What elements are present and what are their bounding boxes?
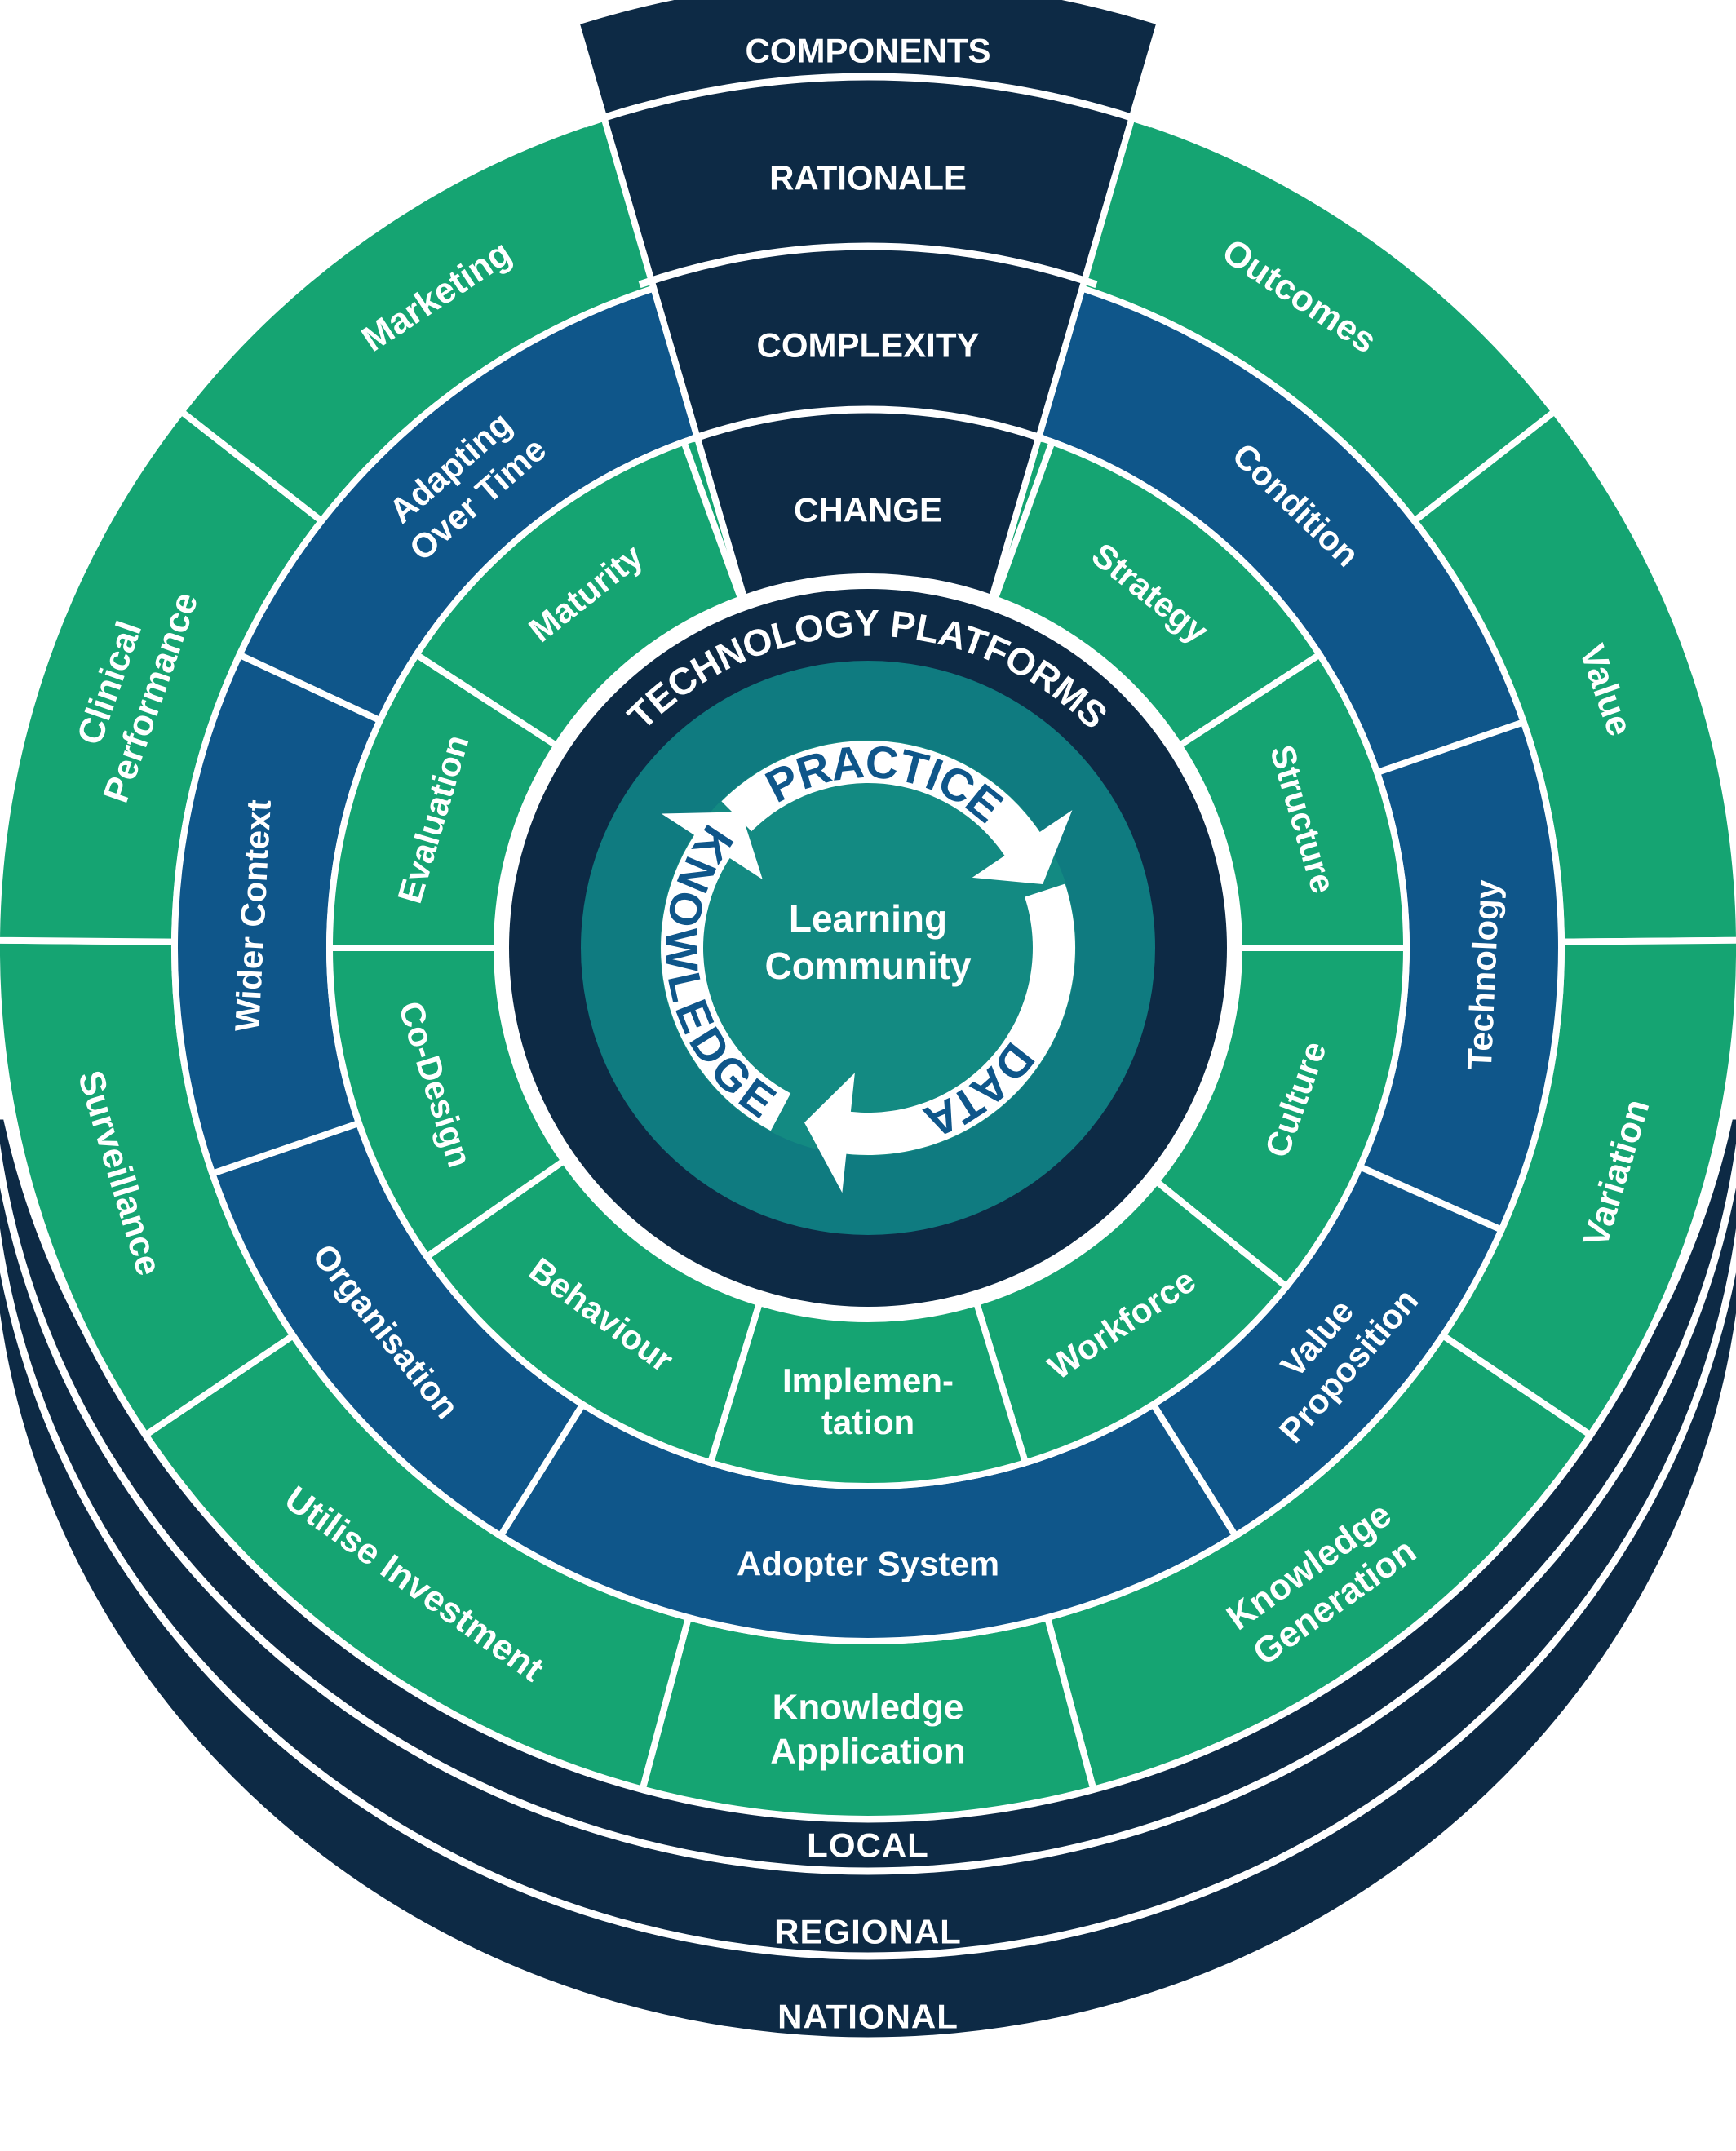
outer-ring-label-line: Application <box>770 1731 966 1771</box>
blue-ring-label: Technology <box>1460 879 1507 1070</box>
funnel-item: COMPLEXITY <box>756 326 979 365</box>
center-label: Community <box>765 945 972 987</box>
level-label: REGIONAL <box>774 1913 962 1951</box>
inner-ring-label-line: tation <box>822 1403 914 1441</box>
inner-ring-label-line: Implemen- <box>782 1361 954 1400</box>
blue-ring-label-line: Technology <box>1460 879 1507 1070</box>
blue-ring-label: Adopter System <box>737 1545 999 1583</box>
components-funnel: COMPONENTS RATIONALE COMPLEXITY CHANGE <box>572 0 1164 603</box>
level-label: LOCAL <box>807 1826 929 1865</box>
funnel-divider <box>582 73 1154 128</box>
funnel-item: CHANGE <box>794 491 942 529</box>
practice-arrow <box>721 741 1073 884</box>
blue-ring-label-line: Adopter System <box>737 1545 999 1583</box>
funnel-divider <box>638 242 1098 289</box>
inner-ring-label: Implemen-tation <box>782 1361 954 1441</box>
knowledge-arrow <box>661 812 791 1131</box>
level-label: INTERNATIONAL <box>724 2082 1012 2121</box>
funnel-header: COMPONENTS <box>745 32 990 70</box>
data-arrow <box>804 883 1076 1193</box>
core-teal-inner <box>660 740 1076 1156</box>
level-label: NATIONAL <box>777 1998 959 2036</box>
center-label: Learning <box>789 897 947 940</box>
outer-ring-label-line: Knowledge <box>773 1688 964 1728</box>
core-circle: TECHNOLOGY PLATFORMSPRACTICEDATAKNOWLEDG… <box>497 577 1239 1319</box>
funnel-item: RATIONALE <box>769 159 967 197</box>
funnel-divider <box>691 405 1045 443</box>
